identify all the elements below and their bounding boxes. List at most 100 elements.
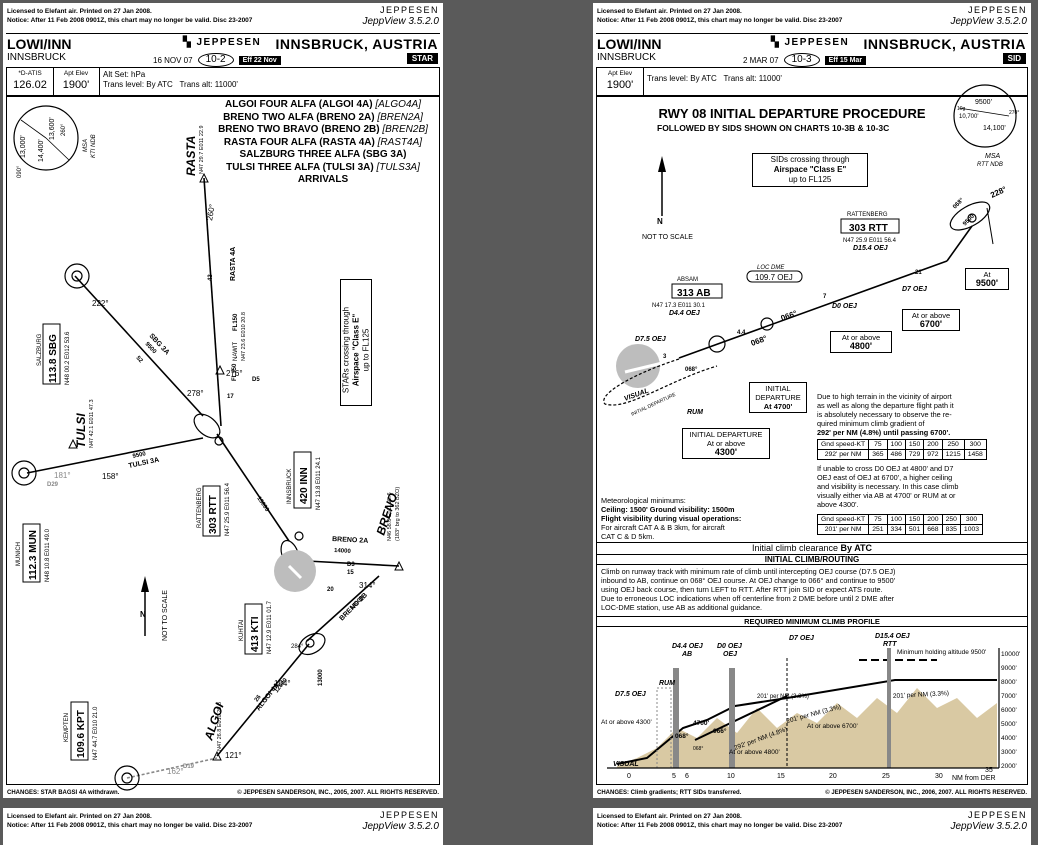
mun-vor-icon: [11, 460, 37, 486]
comm-infobar: *D-ATIS 126.02 Apt Elev 1900' Alt Set: h…: [6, 67, 440, 97]
svg-text:N47 23.6 E010 20.8: N47 23.6 E010 20.8: [241, 312, 247, 361]
profile-line: [616, 679, 997, 765]
svg-text:26: 26: [254, 694, 263, 703]
comm-infobar: Apt Elev 1900' Trans level: By ATC Trans…: [596, 67, 1028, 97]
svg-text:068°: 068°: [675, 732, 689, 740]
svg-text:D7.5 OEJ: D7.5 OEJ: [635, 336, 667, 343]
svg-text:2000': 2000': [1001, 763, 1017, 770]
svg-text:D7 OEJ: D7 OEJ: [902, 286, 928, 293]
effective-date: Eff 15 Mar: [824, 55, 867, 65]
svg-text:D5: D5: [252, 377, 260, 383]
chart-dateline: 16 NOV 07 10-2 Eff 22 Nov: [153, 53, 281, 67]
svg-text:D0 OEJ: D0 OEJ: [717, 643, 743, 650]
svg-text:VISUAL: VISUAL: [613, 761, 639, 768]
svg-text:D7.5 OEJ: D7.5 OEJ: [615, 691, 647, 698]
elev-cell: Apt Elev 1900': [597, 68, 644, 96]
svg-text:MSA: MSA: [83, 139, 89, 152]
svg-text:17: 17: [227, 394, 234, 400]
svg-text:NM from DER: NM from DER: [952, 775, 996, 782]
svg-text:D0 OEJ: D0 OEJ: [832, 303, 858, 310]
svg-text:158°: 158°: [102, 472, 119, 481]
svg-text:278°: 278°: [187, 389, 204, 398]
brand: JEPPESEN JeppView 3.5.2.0: [950, 5, 1027, 27]
not-to-scale: NOT TO SCALE: [162, 590, 169, 641]
svg-text:KUHTAI: KUHTAI: [239, 619, 245, 641]
north-arrow-icon: N: [657, 156, 666, 226]
svg-text:7: 7: [823, 294, 827, 300]
svg-text:N47 13.8 E011 24.1: N47 13.8 E011 24.1: [316, 456, 322, 510]
city-title: INNSBRUCK, AUSTRIA: [275, 36, 438, 52]
navaid-sbg: SALZBURG 113.8 SBG N48 00.2 E012 53.6: [37, 323, 71, 385]
route-tulsi: [26, 437, 204, 474]
not-to-scale: NOT TO SCALE: [642, 234, 693, 241]
proc-4: RASTA FOUR ALFA (RASTA 4A) [RAST4A]: [223, 136, 423, 148]
svg-text:6: 6: [685, 773, 689, 780]
svg-text:RTT: RTT: [883, 641, 897, 648]
svg-text:43: 43: [208, 274, 214, 281]
svg-text:10000': 10000': [1001, 651, 1020, 658]
svg-text:10,700': 10,700': [959, 114, 979, 120]
svg-text:14000: 14000: [334, 548, 352, 555]
elev-cell: Apt Elev 1900': [53, 68, 100, 96]
ab-ndb-icon: [708, 335, 726, 353]
svg-text:D19: D19: [183, 764, 195, 770]
atis-cell: *D-ATIS 126.02: [7, 68, 54, 96]
svg-text:066°: 066°: [713, 727, 727, 735]
sid-plan-view: RWY 08 INITIAL DEPARTURE PROCEDURE FOLLO…: [596, 84, 1028, 785]
msa-circle: 13,000' 14,400' 13,600' 090° 260° MSA KT…: [13, 105, 97, 178]
trans-cell: Trans level: By ATC Trans alt: 11000': [647, 74, 782, 83]
star-plan-view: ALGOI FOUR ALFA (ALGOI 4A) [ALGO4A] BREN…: [6, 95, 440, 791]
svg-text:5: 5: [672, 773, 676, 780]
inn-ndb-icon: [294, 531, 304, 541]
next-page-stub-right: Licensed to Elefant air. Printed on 27 J…: [593, 808, 1031, 845]
fix-label-tulsi: TULSI: [74, 413, 88, 448]
svg-text:314°: 314°: [359, 581, 376, 590]
svg-text:068°: 068°: [693, 746, 703, 752]
holding-rtt: [193, 413, 221, 439]
svg-text:0: 0: [627, 773, 631, 780]
svg-text:RASTA 4A: RASTA 4A: [230, 247, 237, 281]
svg-text:RATTENBERG: RATTENBERG: [197, 487, 203, 528]
chart-number: 10-3: [783, 53, 820, 67]
met-minimums: Meteorological minimums: Ceiling: 1500' …: [601, 496, 742, 541]
license-notice: Licensed to Elefant air. Printed on 27 J…: [7, 8, 253, 24]
svg-text:KEMPTEN: KEMPTEN: [64, 713, 70, 742]
svg-text:104°: 104°: [274, 679, 291, 688]
svg-text:N47 25.9 E011 56.4: N47 25.9 E011 56.4: [843, 238, 897, 244]
svg-text:N47 17.3 E011 30.1: N47 17.3 E011 30.1: [652, 303, 706, 309]
svg-text:113.8 SBG: 113.8 SBG: [48, 334, 59, 383]
svg-text:7000': 7000': [1001, 693, 1017, 700]
svg-text:D7 OEJ: D7 OEJ: [789, 635, 815, 642]
navaid-inn: INNSBRUCK 420 INN N47 13.8 E011 24.1: [287, 451, 322, 510]
svg-text:D4.4 OEJ: D4.4 OEJ: [672, 643, 704, 650]
route-sbg: [74, 275, 204, 417]
rtt-ndb-icon: [214, 436, 224, 446]
svg-text:LOC DME: LOC DME: [757, 265, 785, 271]
svg-text:MUNICH: MUNICH: [16, 542, 22, 566]
route-kpt: [126, 757, 218, 779]
svg-text:270°: 270°: [1009, 110, 1019, 116]
svg-text:30: 30: [935, 773, 943, 780]
svg-text:OEJ: OEJ: [723, 651, 738, 658]
svg-text:D29: D29: [47, 482, 59, 488]
airport-circle: [616, 344, 660, 388]
visual-track: [603, 358, 718, 406]
svg-text:162°: 162°: [167, 767, 184, 776]
navaid-rtt: RATTENBERG 303 RTT N47 25.9 E011 56.4: [197, 482, 231, 537]
svg-text:14,100': 14,100': [983, 125, 1006, 132]
chart-dateline: 2 MAR 07 10-3 Eff 15 Mar: [743, 53, 867, 67]
route-algoi: [216, 643, 310, 757]
north-arrow-icon: N: [140, 576, 149, 636]
svg-text:At or above 4300': At or above 4300': [601, 719, 652, 726]
sid-chart-page: Licensed to Elefant air. Printed on 27 J…: [593, 3, 1031, 798]
jeppesen-logo: ▚ JEPPESEN: [771, 37, 850, 48]
airspace-note: SIDs crossing through Airspace "Class E"…: [752, 153, 868, 187]
svg-text:ABSAM: ABSAM: [677, 277, 698, 283]
svg-text:N47 26.8 E010 29.3: N47 26.8 E010 29.3: [217, 702, 223, 751]
svg-text:13,000': 13,000': [20, 135, 27, 158]
rasta-fix-icon: [199, 172, 209, 183]
svg-text:13,600': 13,600': [49, 117, 56, 140]
route-068: [678, 260, 948, 359]
svg-text:10: 10: [727, 773, 735, 780]
